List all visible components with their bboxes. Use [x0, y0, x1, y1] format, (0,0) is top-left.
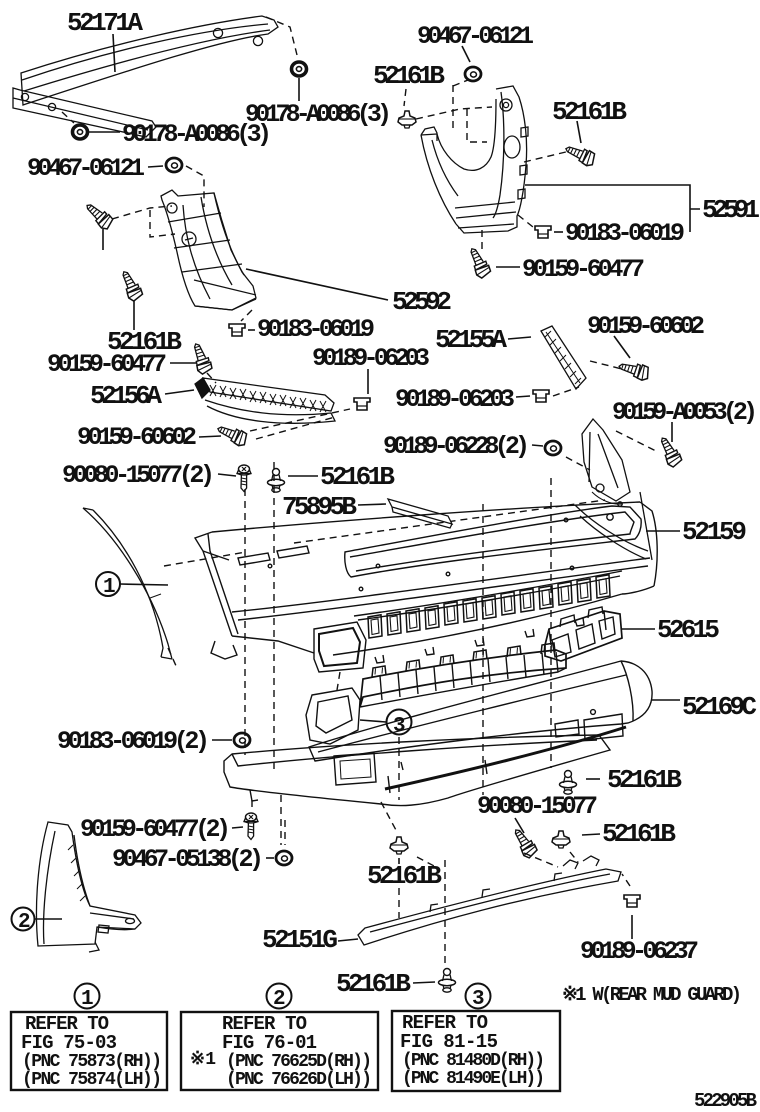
- svg-text:2: 2: [18, 911, 31, 934]
- svg-text:(PNC 76626D(LH)): (PNC 76626D(LH)): [226, 1070, 372, 1090]
- svg-text:(PNC 75873(RH)): (PNC 75873(RH)): [22, 1052, 162, 1072]
- svg-text:52156A: 52156A: [90, 381, 162, 411]
- svg-text:90159-A0053(2): 90159-A0053(2): [612, 398, 758, 427]
- svg-text:3: 3: [393, 715, 406, 738]
- svg-text:FIG 75-03: FIG 75-03: [21, 1032, 117, 1054]
- svg-text:REFER TO: REFER TO: [222, 1013, 307, 1035]
- svg-text:52161B: 52161B: [373, 61, 445, 91]
- svg-text:3: 3: [472, 988, 485, 1011]
- svg-text:(PNC 76625D(RH)): (PNC 76625D(RH)): [226, 1052, 372, 1072]
- svg-text:90159-60477: 90159-60477: [522, 255, 645, 284]
- svg-text:52161B: 52161B: [607, 765, 682, 795]
- svg-text:52161B: 52161B: [552, 97, 627, 127]
- svg-text:90183-06019: 90183-06019: [565, 219, 685, 248]
- svg-text:90159-60477: 90159-60477: [47, 350, 167, 379]
- svg-text:90467-06121: 90467-06121: [27, 154, 145, 183]
- svg-text:90159-60602: 90159-60602: [587, 312, 705, 341]
- svg-text:90080-15077: 90080-15077: [477, 792, 598, 821]
- svg-text:52615: 52615: [657, 615, 720, 645]
- svg-text:522905B: 522905B: [694, 1090, 757, 1112]
- svg-text:(PNC 75874(LH)): (PNC 75874(LH)): [22, 1070, 162, 1090]
- svg-text:FIG 81-15: FIG 81-15: [400, 1031, 498, 1053]
- svg-text:52171A: 52171A: [67, 8, 143, 38]
- svg-text:75895B: 75895B: [282, 492, 357, 522]
- svg-text:※1 W(REAR MUD GUARD): ※1 W(REAR MUD GUARD): [562, 984, 742, 1006]
- svg-text:52159: 52159: [682, 517, 747, 547]
- svg-text:52161B: 52161B: [602, 819, 676, 849]
- svg-text:90189-06203: 90189-06203: [395, 385, 515, 414]
- svg-text:1: 1: [81, 988, 94, 1011]
- svg-text:(PNC 81490E(LH)): (PNC 81490E(LH)): [402, 1069, 545, 1089]
- svg-text:2: 2: [273, 988, 286, 1011]
- svg-text:90159-60602: 90159-60602: [77, 423, 197, 452]
- svg-text:90183-06019(2): 90183-06019(2): [57, 727, 210, 756]
- svg-text:(PNC 81480D(RH)): (PNC 81480D(RH)): [402, 1051, 545, 1071]
- svg-text:REFER TO: REFER TO: [402, 1012, 488, 1034]
- svg-text:90189-06203: 90189-06203: [312, 344, 430, 373]
- svg-text:52155A: 52155A: [435, 325, 507, 355]
- svg-text:※1: ※1: [190, 1050, 216, 1070]
- svg-text:90189-06237: 90189-06237: [580, 937, 699, 966]
- svg-text:52591: 52591: [702, 195, 760, 225]
- svg-text:90467-05138(2): 90467-05138(2): [112, 845, 264, 874]
- svg-text:52161B: 52161B: [367, 861, 442, 891]
- svg-text:90159-60477(2): 90159-60477(2): [80, 815, 231, 844]
- svg-text:52169C: 52169C: [682, 692, 757, 722]
- svg-text:52151G: 52151G: [262, 925, 338, 955]
- svg-text:REFER TO: REFER TO: [25, 1013, 109, 1035]
- svg-text:52161B: 52161B: [107, 327, 182, 357]
- svg-text:52592: 52592: [392, 287, 452, 317]
- svg-text:1: 1: [103, 576, 116, 599]
- svg-text:52161B: 52161B: [336, 969, 411, 999]
- svg-text:90189-06228(2): 90189-06228(2): [383, 432, 530, 461]
- svg-text:90183-06019: 90183-06019: [257, 315, 375, 344]
- svg-text:90178-A0086(3): 90178-A0086(3): [245, 100, 392, 129]
- svg-text:FIG 76-01: FIG 76-01: [222, 1032, 317, 1054]
- svg-text:52161B: 52161B: [320, 462, 395, 492]
- svg-text:90467-06121: 90467-06121: [417, 22, 534, 51]
- svg-text:90178-A0086(3): 90178-A0086(3): [122, 120, 272, 149]
- svg-text:90080-15077(2): 90080-15077(2): [62, 461, 215, 490]
